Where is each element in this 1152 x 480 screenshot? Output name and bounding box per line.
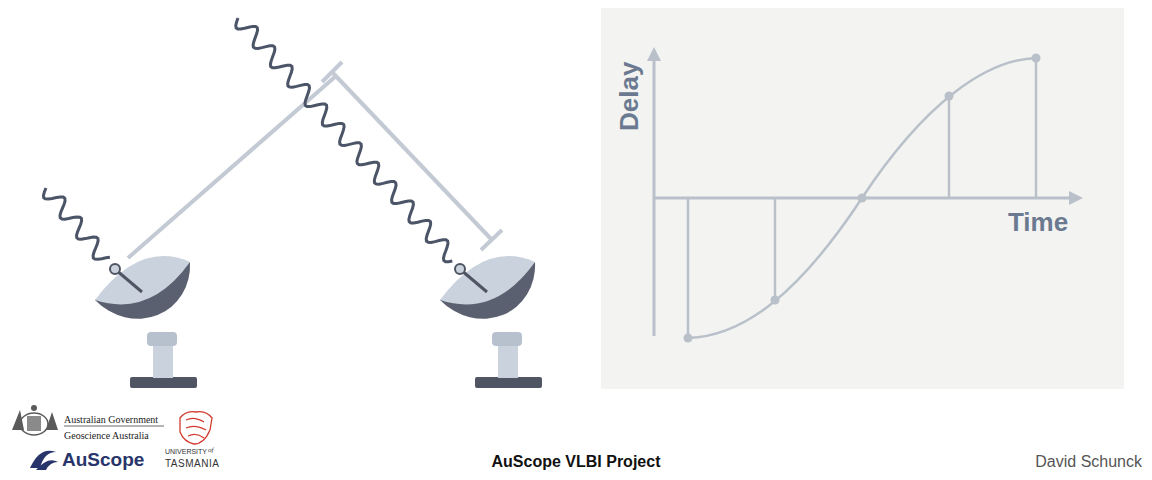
logo-text: TASMANIA	[165, 458, 219, 469]
radio-wave	[236, 18, 452, 262]
graph-panel	[601, 8, 1124, 389]
sample-stems	[688, 58, 1036, 338]
sample-dots	[684, 54, 1041, 343]
agency-name: Geoscience Australia	[64, 430, 149, 441]
author-name: David Schunck	[1035, 453, 1142, 471]
graph-axes	[654, 58, 1074, 336]
utas-lion-logo	[180, 412, 212, 444]
crest-rule	[64, 426, 164, 427]
antenna-right	[440, 256, 542, 388]
axis-label: Time	[1008, 208, 1068, 237]
delay-curve	[688, 58, 1036, 338]
antenna-left	[95, 256, 197, 388]
axis-label: Delay	[616, 61, 645, 130]
logo-text: AuScope	[62, 450, 144, 471]
government-crest	[12, 405, 58, 435]
axis-arrow	[1069, 191, 1083, 205]
agency-name: Australian Government	[64, 414, 158, 425]
axis-arrow	[647, 47, 661, 61]
radio-wave	[44, 188, 110, 259]
auscope-logo	[30, 451, 58, 470]
logo-text: UNIVERSITY	[165, 448, 207, 456]
logo-text: of	[208, 447, 213, 455]
geometry-lines	[128, 62, 502, 258]
footer-title: AuScope VLBI Project	[492, 453, 661, 471]
